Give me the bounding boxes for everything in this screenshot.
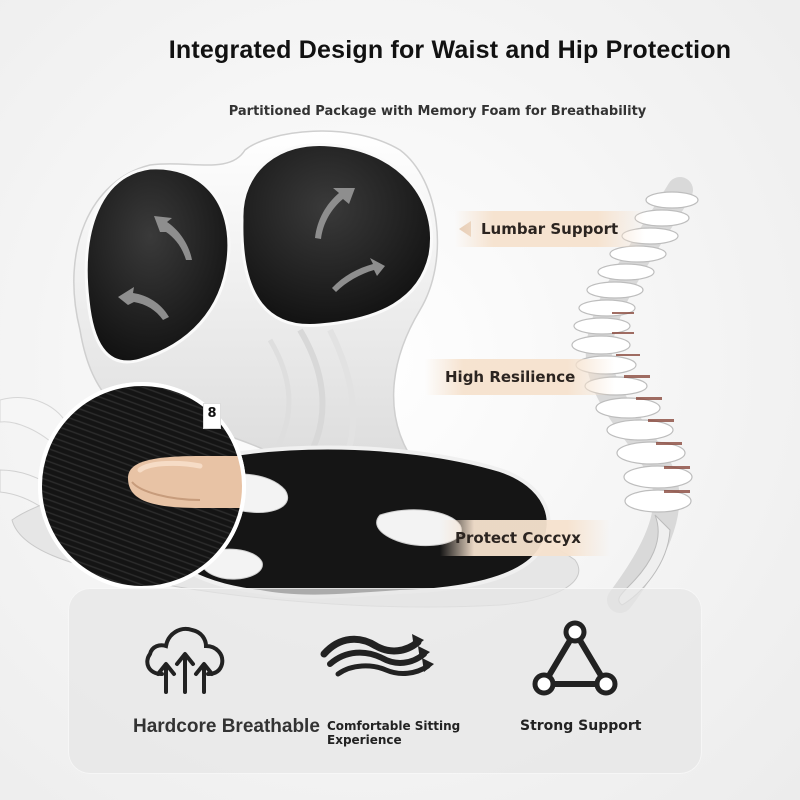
spine-graphic: [571, 177, 699, 613]
cloud-upload-icon: [145, 627, 225, 694]
page-subtitle: Partitioned Package with Memory Foam for…: [228, 104, 647, 119]
callout-protect-coccyx: Protect Coccyx: [440, 520, 610, 556]
pad-arrows: [118, 188, 385, 320]
callout-high-resilience: High Resilience: [425, 359, 615, 395]
page-title: Integrated Design for Waist and Hip Prot…: [168, 36, 732, 64]
triangle-nodes-icon: [532, 620, 618, 696]
feature-label-comfortable: Comfortable Sitting Experience: [327, 719, 461, 747]
airflow-arrows-icon: [320, 634, 434, 677]
callout-lumbar-support: Lumbar Support: [455, 211, 645, 247]
feature-label-breathable: Hardcore Breathable: [133, 716, 320, 737]
feature-label-strong-support: Strong Support: [520, 718, 642, 734]
brand-tag: 8: [203, 403, 221, 429]
